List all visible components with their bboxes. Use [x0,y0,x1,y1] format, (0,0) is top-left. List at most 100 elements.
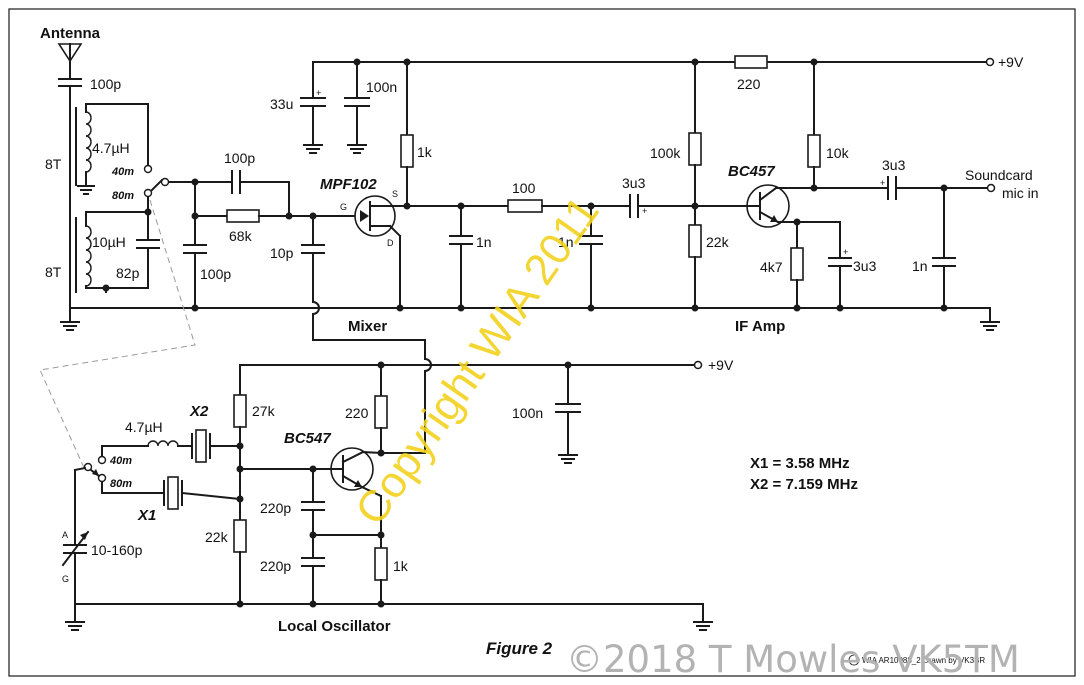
tank-capacitor-label: 82p [116,265,140,281]
filter-capacitor-1-label: 1n [476,234,492,250]
output-label-1: Soundcard [965,167,1033,183]
trimmer-capacitor-label: 10-160p [91,542,143,558]
filter-capacitor-2-label: 1n [558,234,574,250]
collector-resistor [807,134,821,168]
drain-resistor-label: 1k [417,144,433,160]
trimmer-pin-a: A [62,530,68,540]
trimmer-pin-g: G [62,574,69,584]
band-40m-top: 40m [111,166,134,178]
section-mixer: Mixer [348,318,387,335]
decoupling-capacitor [344,61,370,154]
pin-s: S [392,189,398,199]
coupling-capacitor-label: 3u3 [622,175,646,191]
osc-base-resistor [233,519,247,553]
crystal-x1 [163,476,183,510]
band-80m-top: 80m [112,190,134,202]
band-40m-osc: 40m [109,455,132,467]
transistor-osc-label: BC547 [284,430,331,447]
shunt-capacitor-label: 100p [200,266,231,282]
supply-terminal-top [985,57,995,67]
band-80m-osc: 80m [110,478,132,490]
section-local-oscillator: Local Oscillator [278,618,391,635]
inductor-40m [85,111,92,173]
decoupling-capacitor-label: 100n [366,79,397,95]
crystal-x2-label: X2 [189,403,209,420]
coupling-coil-40m [69,99,77,194]
supply-rail-top [312,57,995,67]
osc-decoupling-label: 100n [512,405,543,421]
osc-collector-resistor-label: 220 [345,405,369,421]
feedback-capacitor-1-label: 220p [260,500,291,516]
inductor-80m [85,225,92,287]
turns-40m-label: 8T [45,156,62,172]
filter-resistor-label: 100 [512,180,536,196]
emitter-capacitor-label: 3u3 [853,258,877,274]
collector-resistor-label: 10k [826,145,850,161]
jfet-mpf102 [354,195,408,238]
transistor-if-label: BC457 [728,163,775,180]
watermark-footer: ©2018 T Mowles VK5TM [566,638,1020,681]
drain-resistor [400,134,414,168]
filter-resistor [507,199,543,213]
feedback-capacitor-1 [301,468,325,559]
injection-capacitor-label: 10p [270,245,294,261]
inductor-80m-label: 10µH [92,234,126,250]
series-capacitor-label: 100p [224,150,255,166]
osc-inductor-label: 4.7µH [125,419,163,435]
gate-resistor-label: 68k [229,228,253,244]
series-capacitor [231,170,241,194]
section-if-amp: IF Amp [735,318,785,335]
filter-capacitor-2 [579,205,603,309]
output-capacitor-label: 3u3 [882,157,906,173]
pin-g: G [340,202,347,212]
shunt-capacitor [183,244,207,309]
supply-resistor-label: 220 [737,76,761,92]
antenna-capacitor [58,78,82,87]
gate-resistor [226,209,260,223]
svg-text:+: + [880,178,885,188]
osc-bias-resistor [233,394,247,428]
feedback-capacitor-2-label: 220p [260,558,291,574]
osc-base-resistor-label: 22k [205,529,229,545]
band-switch-top [143,177,196,198]
output-shunt-capacitor [932,187,956,309]
bias-resistor-top [688,132,702,166]
pin-d: D [387,238,394,248]
svg-text:+: + [642,206,647,216]
supply-resistor [734,55,768,69]
crystal-x2 [191,429,211,463]
antenna-icon [57,43,83,63]
figure-caption: Figure 2 [486,639,553,658]
svg-text:+: + [843,247,848,257]
osc-emitter-resistor [374,547,388,581]
emitter-capacitor: + [828,221,852,309]
supply-top-label: +9V [998,54,1024,70]
crystal-x2-frequency: X2 = 7.159 MHz [750,476,858,493]
svg-text:+: + [316,88,321,98]
inductor-40m-label: 4.7µH [92,140,130,156]
emitter-resistor-label: 4k7 [760,259,783,275]
bulk-capacitor: + [300,61,326,154]
antenna-capacitor-label: 100p [90,76,121,92]
crystal-x1-frequency: X1 = 3.58 MHz [750,455,850,472]
antenna-label: Antenna [40,25,101,42]
osc-emitter-resistor-label: 1k [393,558,409,574]
osc-inductor [147,440,179,447]
jfet-label: MPF102 [320,176,377,193]
tank-capacitor [136,239,160,289]
output-shunt-capacitor-label: 1n [912,258,928,274]
band-switch-osc [83,455,107,483]
osc-bias-resistor-label: 27k [252,403,276,419]
transistor-bc457 [746,184,790,228]
output-terminal [986,183,996,193]
supply-osc-label: +9V [708,357,734,373]
ganged-switch-link [39,199,196,471]
injection-capacitor [301,215,432,454]
coupling-coil-80m [69,192,77,299]
drawing-frame [8,8,1076,677]
supply-rail-osc [239,360,703,370]
bias-resistor-top-label: 100k [650,145,681,161]
turns-80m-label: 8T [45,264,62,280]
